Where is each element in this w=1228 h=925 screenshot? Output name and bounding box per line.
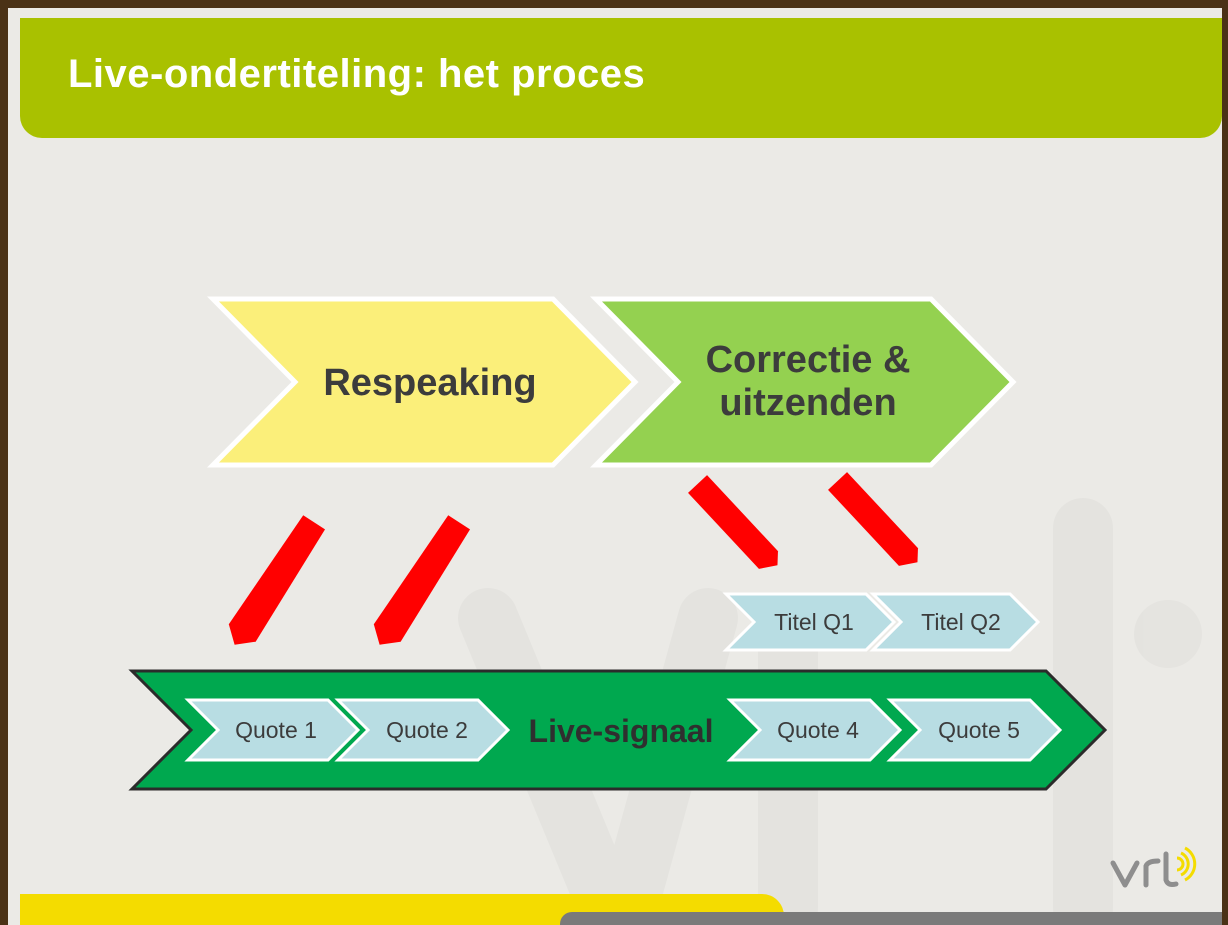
quote-4-chip bbox=[726, 698, 903, 762]
process-diagram: Respeaking Correctie & uitzenden Titel Q… bbox=[128, 296, 1202, 925]
quote-2-chip bbox=[334, 698, 511, 762]
title-bar bbox=[20, 18, 1222, 138]
stage-correctie-label-line1: Correctie & bbox=[706, 339, 911, 381]
quote-1-label: Quote 1 bbox=[235, 717, 317, 743]
titel-q1-label: Titel Q1 bbox=[774, 609, 854, 635]
stage-correctie-chevron bbox=[590, 296, 1017, 468]
quote-4-label: Quote 4 bbox=[777, 717, 859, 743]
arrow-quote2-to-respeaking bbox=[373, 515, 471, 645]
slide-title: Live-ondertiteling: het proces bbox=[68, 52, 646, 96]
quote-1-chip bbox=[184, 698, 361, 762]
quote-2-label: Quote 2 bbox=[386, 717, 468, 743]
quote-5-label: Quote 5 bbox=[938, 717, 1020, 743]
stage-correctie-label-line2: uitzenden bbox=[719, 382, 896, 424]
live-signal-label: Live-signaal bbox=[529, 713, 714, 749]
arrow-correctie-to-titel-q2 bbox=[828, 472, 918, 566]
titel-q1-chip bbox=[722, 592, 897, 652]
arrow-correctie-to-titel-q1 bbox=[688, 475, 778, 569]
stage-respeaking-label: Respeaking bbox=[323, 362, 536, 404]
vrt-logo bbox=[1110, 846, 1197, 888]
stage-respeaking-chevron bbox=[207, 296, 639, 468]
slide: Respeaking Correctie & uitzenden Titel Q… bbox=[8, 8, 1222, 925]
footer-bar-gray bbox=[560, 912, 1222, 925]
arrow-quote1-to-respeaking bbox=[228, 515, 326, 645]
quote-5-chip bbox=[886, 698, 1063, 762]
titel-q2-label: Titel Q2 bbox=[921, 609, 1001, 635]
titel-q2-chip bbox=[869, 592, 1041, 652]
